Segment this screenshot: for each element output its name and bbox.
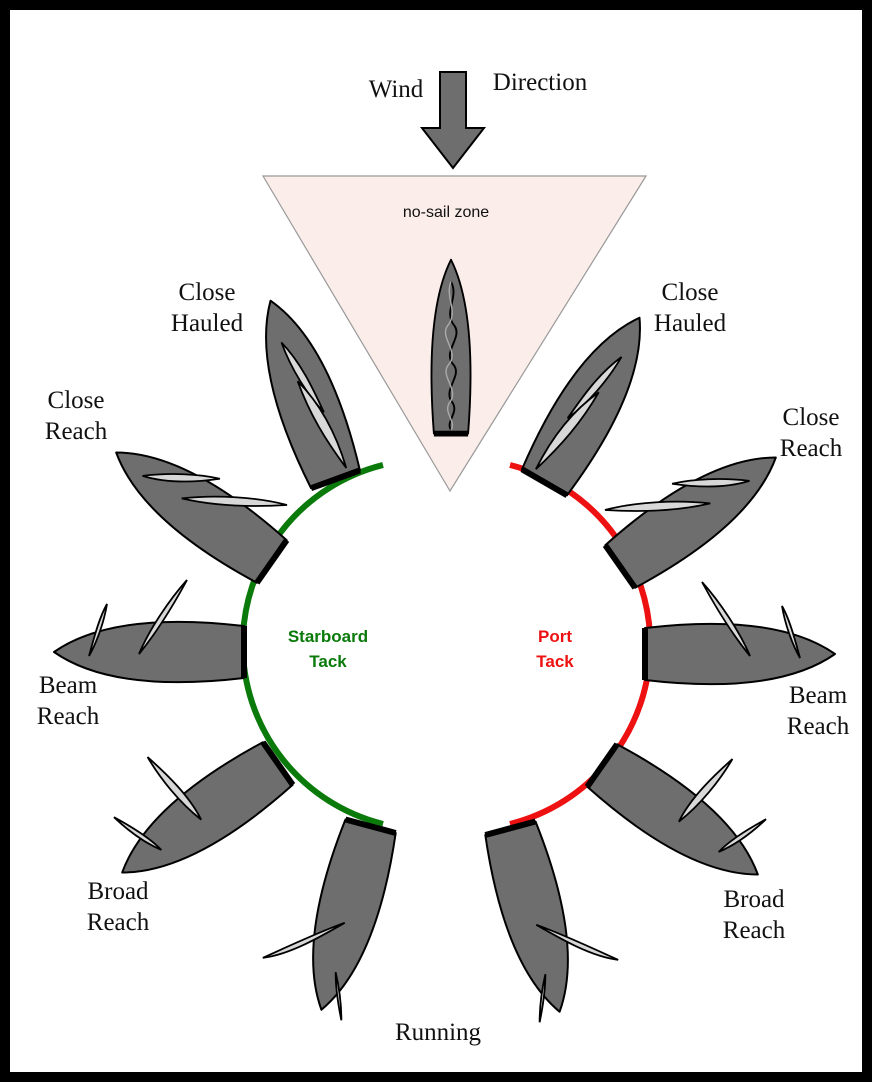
label-close-reach-right-line1: Close (783, 404, 840, 431)
label-beam-reach-right-line2: Reach (787, 713, 850, 740)
label-beam-reach-left-line2: Reach (37, 703, 100, 730)
boat-running-starboard (253, 808, 400, 1022)
label-beam-reach-right-line1: Beam (789, 682, 848, 709)
boat-beam-reach-port (645, 582, 835, 684)
sailboat-icon (292, 818, 399, 1017)
label-close-reach-left-line1: Close (48, 387, 105, 414)
label-close-reach-left-line2: Reach (45, 418, 108, 445)
points-of-sail-diagram: Wind Direction no-sail zone Starboard Ta… (10, 10, 862, 1072)
label-close-hauled-right-line1: Close (662, 279, 719, 306)
no-sail-zone-label: no-sail zone (403, 204, 489, 221)
sailboat-icon (603, 433, 793, 591)
starboard-tack-label-line2: Tack (309, 652, 347, 671)
sailboat-icon (645, 624, 835, 684)
sailboat-icon (481, 820, 588, 1019)
wind-label: Wind (369, 76, 424, 103)
label-broad-reach-left-line1: Broad (87, 878, 149, 905)
wind-arrow (422, 72, 484, 168)
boat-close-reach-port (589, 412, 793, 591)
label-broad-reach-right-line2: Reach (723, 917, 786, 944)
boat-broad-reach-port (585, 700, 804, 899)
label-running: Running (395, 1019, 482, 1046)
boat-running-port (481, 810, 628, 1024)
down-arrow-icon (422, 72, 484, 168)
port-tack-label-line1: Port (538, 627, 572, 646)
label-close-hauled-right-line2: Hauled (654, 310, 727, 337)
label-close-hauled-left-line2: Hauled (171, 310, 244, 337)
label-broad-reach-left-line2: Reach (87, 909, 150, 936)
port-tack-label-line2: Tack (536, 652, 574, 671)
boat-close-reach-starboard (99, 407, 303, 586)
label-beam-reach-left-line1: Beam (39, 672, 98, 699)
boat-close-hauled-starboard (242, 290, 364, 489)
diagram-canvas: Wind Direction no-sail zone Starboard Ta… (10, 10, 862, 1072)
sailboat-icon (99, 428, 289, 586)
direction-label: Direction (493, 69, 588, 96)
starboard-tack-label-line1: Starboard (288, 627, 368, 646)
label-broad-reach-right-line1: Broad (723, 886, 785, 913)
label-close-hauled-left-line1: Close (179, 279, 236, 306)
boat-beam-reach-starboard (54, 580, 244, 682)
label-close-reach-right-line2: Reach (780, 435, 843, 462)
